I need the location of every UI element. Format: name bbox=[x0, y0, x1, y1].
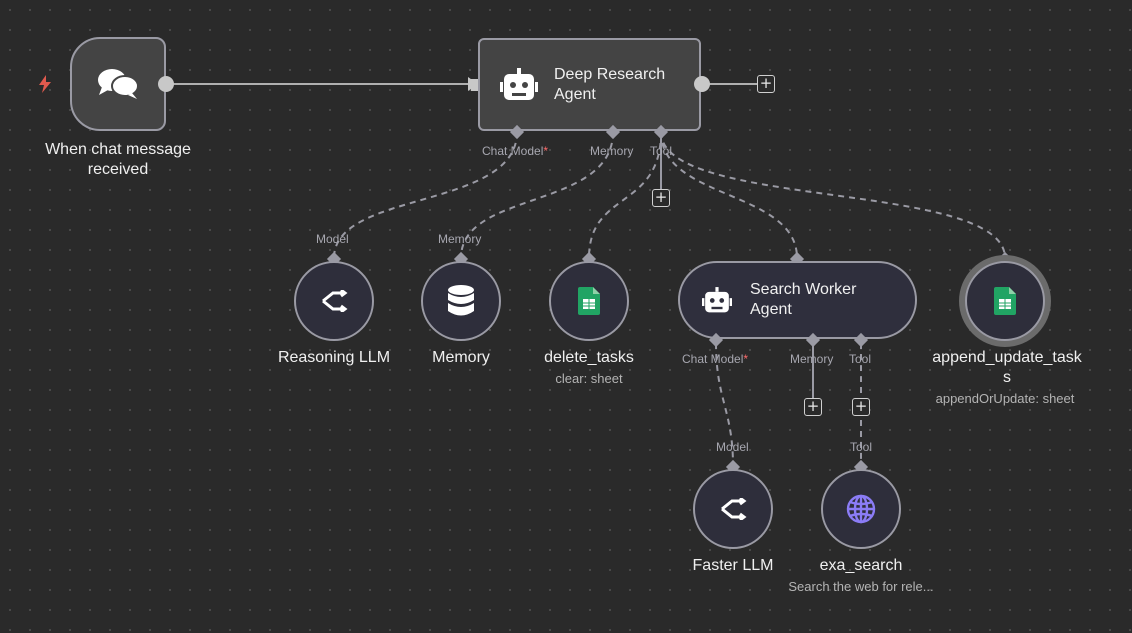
trigger-label: When chat message received bbox=[45, 141, 191, 178]
reasoning-llm-label: Reasoning LLM bbox=[277, 349, 391, 366]
edge-tool-delete bbox=[588, 131, 662, 259]
append-update-tasks-label: append_update_task s bbox=[932, 349, 1082, 386]
edge-tool-worker bbox=[660, 131, 798, 259]
add-worker-memory-button[interactable]: + bbox=[804, 398, 822, 416]
exa-search-subtitle: Search the web for rele... bbox=[788, 579, 934, 594]
edge-memory-memory bbox=[460, 131, 614, 259]
add-node-after-agent-button[interactable]: + bbox=[757, 75, 775, 93]
search-worker-agent-node[interactable]: Search Worker Agent bbox=[678, 261, 917, 339]
trigger-output-handle[interactable] bbox=[158, 76, 174, 92]
lightning-icon bbox=[39, 75, 51, 93]
google-sheets-icon bbox=[994, 287, 1016, 315]
llm-arrows-icon bbox=[322, 290, 348, 312]
reasoning-llm-node[interactable] bbox=[294, 261, 374, 341]
delete-tasks-label: delete_tasks bbox=[544, 349, 634, 366]
chat-trigger-node[interactable] bbox=[70, 37, 166, 131]
google-sheets-icon bbox=[578, 287, 600, 315]
agent-output-handle[interactable] bbox=[694, 76, 710, 92]
exa-search-port-label: Tool bbox=[850, 440, 873, 454]
faster-llm-port-label: Model bbox=[716, 440, 749, 454]
memory-node[interactable] bbox=[421, 261, 501, 341]
faster-llm-node[interactable] bbox=[693, 469, 773, 549]
worker-tool-port-label: Tool bbox=[849, 352, 872, 366]
memory-node-port-label: Memory bbox=[438, 232, 482, 246]
delete-tasks-node[interactable] bbox=[549, 261, 629, 341]
database-icon bbox=[448, 285, 474, 316]
robot-icon bbox=[702, 286, 732, 312]
globe-icon bbox=[846, 494, 876, 524]
exa-search-node[interactable] bbox=[821, 469, 901, 549]
memory-port-label: Memory bbox=[590, 144, 634, 158]
exa-search-label: exa_search bbox=[819, 557, 903, 574]
worker-memory-port-label: Memory bbox=[790, 352, 834, 366]
robot-icon bbox=[500, 67, 538, 100]
search-worker-agent-title: Search Worker Agent bbox=[750, 281, 857, 318]
add-tool-button[interactable]: + bbox=[652, 189, 670, 207]
append-update-tasks-node[interactable] bbox=[965, 261, 1045, 341]
tool-port-label: Tool bbox=[650, 144, 673, 158]
deep-research-agent-node[interactable]: Deep Research Agent bbox=[478, 38, 701, 131]
llm-arrows-icon bbox=[721, 498, 747, 520]
worker-chat-model-port-label: Chat Model* bbox=[682, 352, 749, 366]
reasoning-llm-port-label: Model bbox=[316, 232, 349, 246]
delete-tasks-subtitle: clear: sheet bbox=[555, 371, 623, 386]
edge-tool-append bbox=[660, 131, 1006, 259]
chat-bubbles-icon bbox=[98, 69, 139, 99]
memory-label: Memory bbox=[432, 349, 490, 366]
edge-chat-model-reasoning bbox=[333, 131, 518, 259]
chat-model-port-label: Chat Model* bbox=[482, 144, 549, 158]
faster-llm-label: Faster LLM bbox=[692, 557, 774, 574]
deep-research-agent-title: Deep Research Agent bbox=[554, 65, 666, 103]
append-update-tasks-subtitle: appendOrUpdate: sheet bbox=[935, 391, 1075, 406]
add-worker-tool-button[interactable]: + bbox=[852, 398, 870, 416]
agent-input-handle[interactable] bbox=[471, 79, 479, 91]
